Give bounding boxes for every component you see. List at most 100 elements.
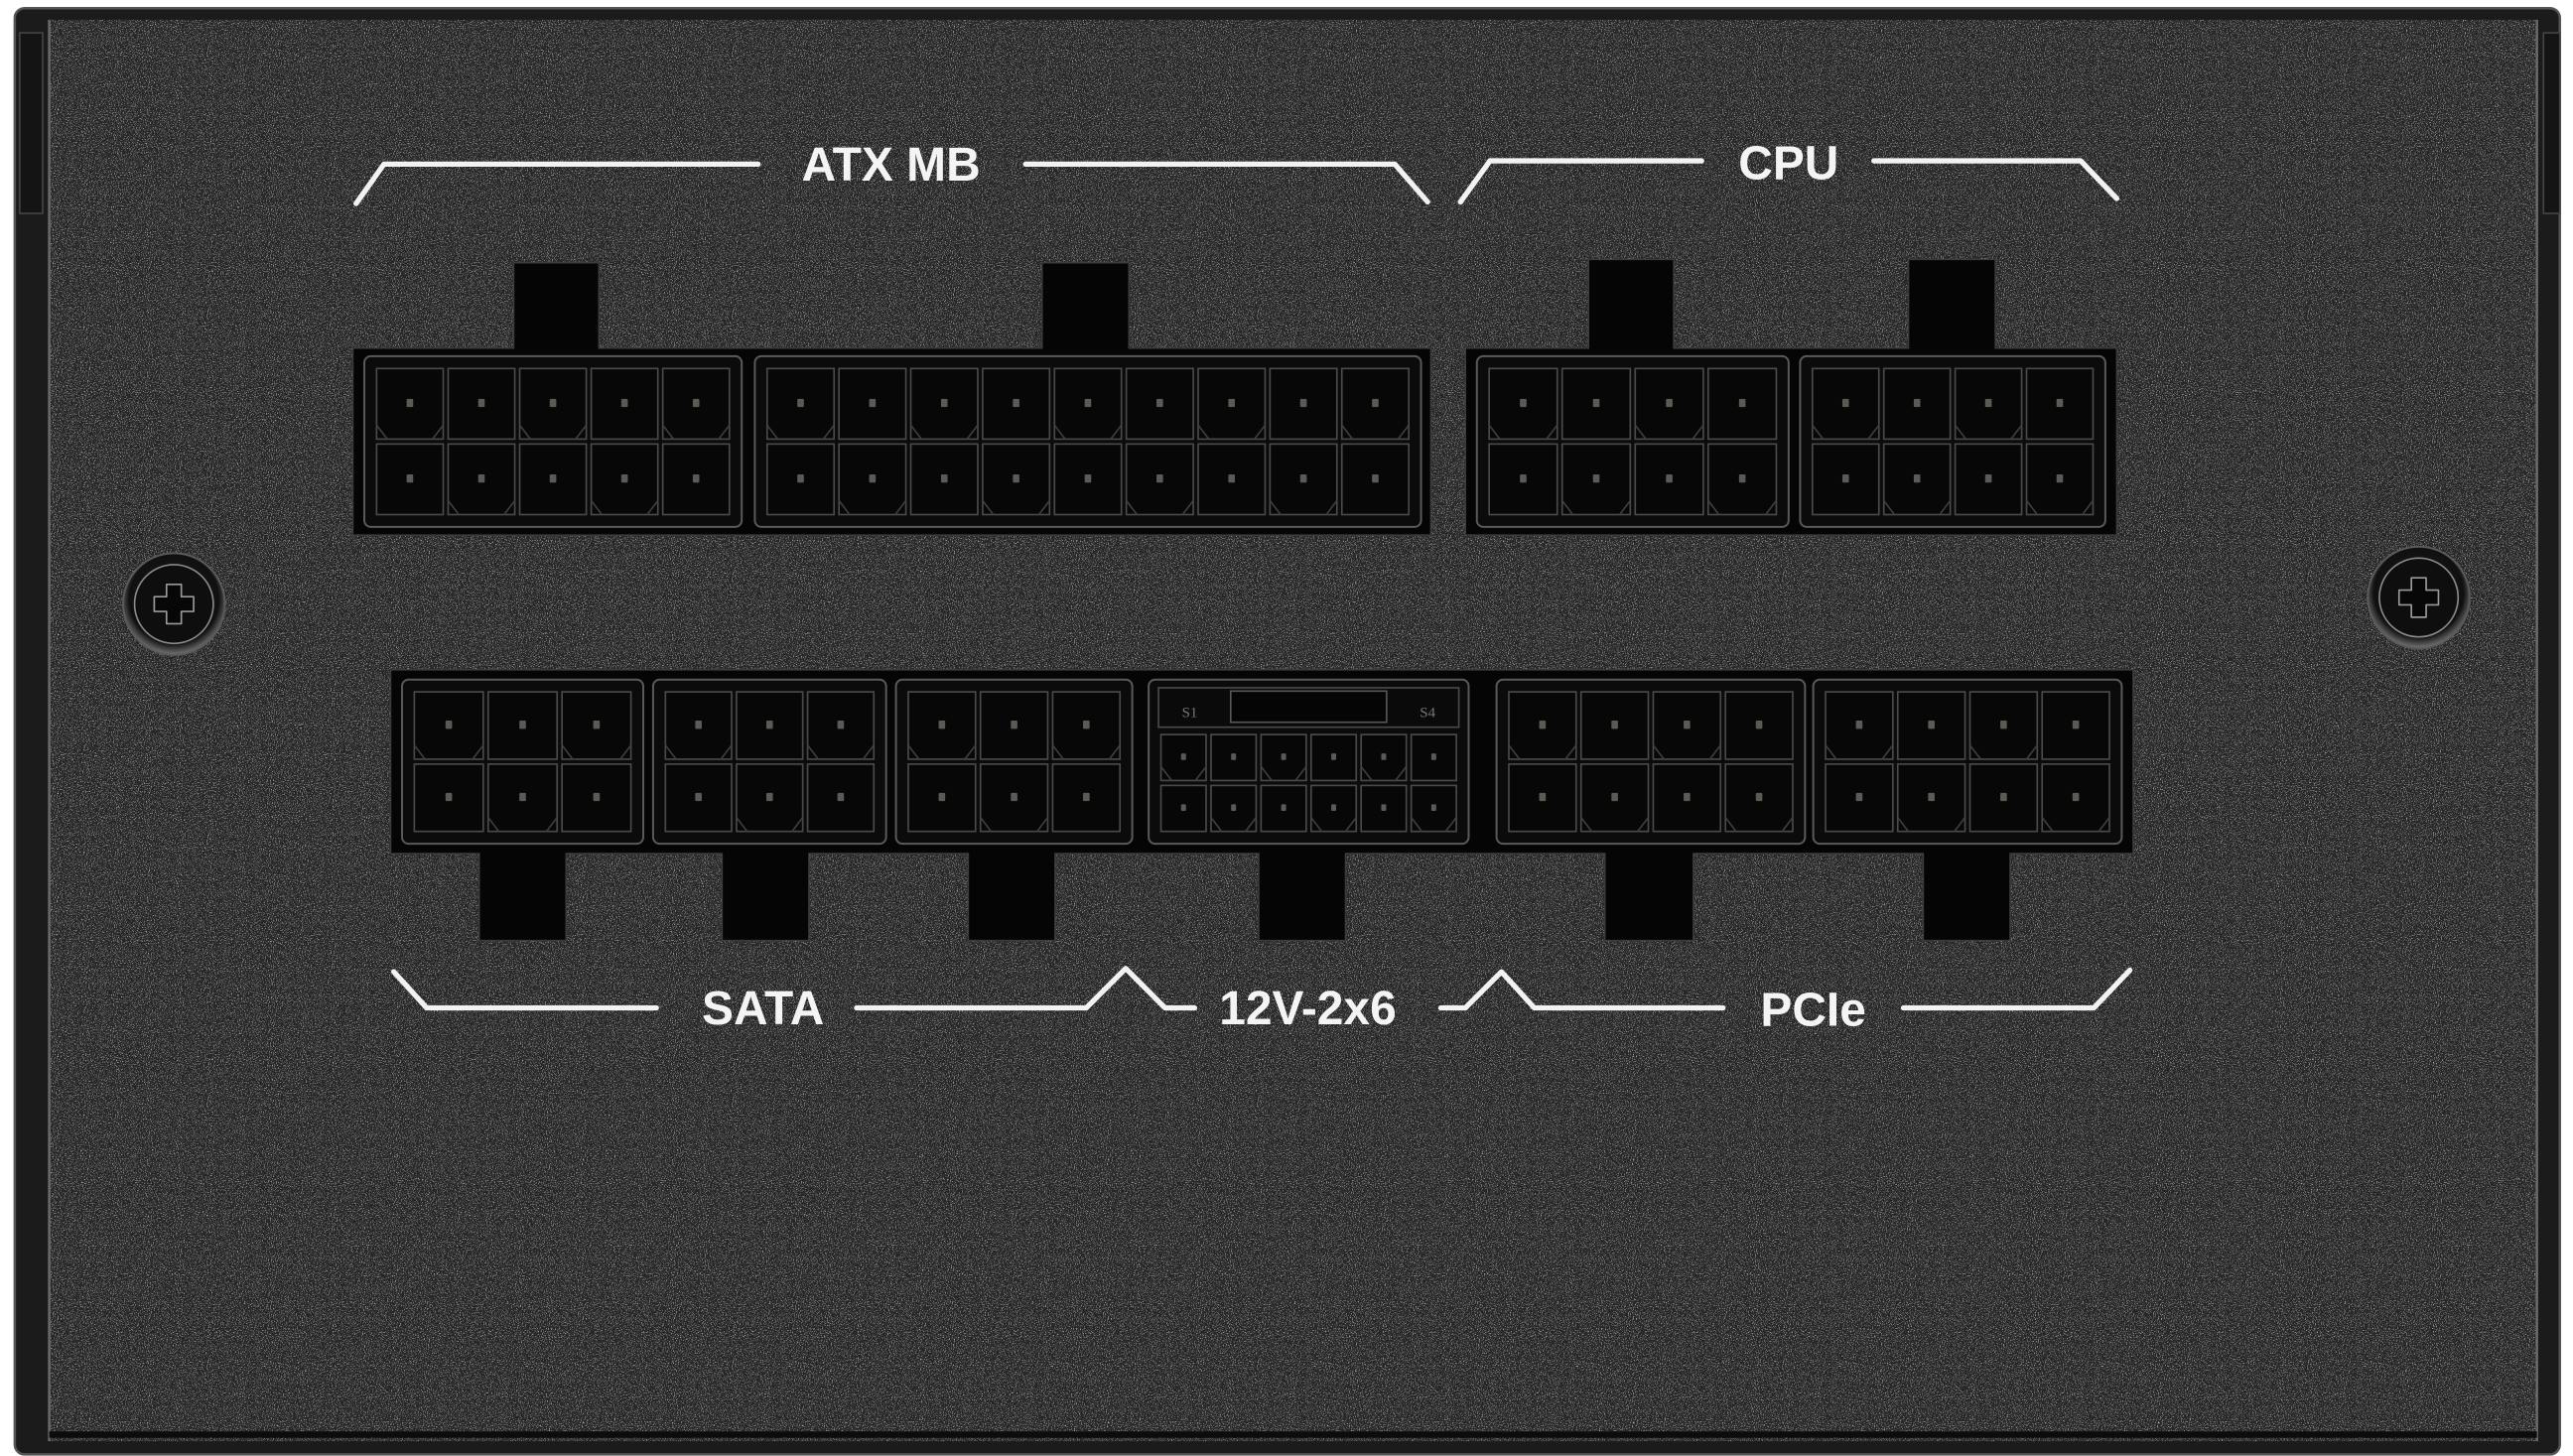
pin-socket (1724, 763, 1794, 833)
pin-socket (413, 691, 484, 760)
pin-socket (1051, 691, 1122, 760)
pin-socket (1159, 733, 1207, 782)
screw-right (2367, 545, 2471, 650)
pin-socket (1051, 763, 1122, 833)
pin-socket (1968, 691, 2039, 760)
pin-socket (561, 691, 632, 760)
connector-12v-2x6[interactable]: S1 S4 (1148, 678, 1470, 846)
screw-left (121, 552, 226, 656)
pin-socket (1825, 691, 1894, 760)
sense-label-s1: S1 (1182, 706, 1198, 722)
connector-atx-10pin[interactable] (362, 354, 744, 528)
pin-socket (909, 443, 979, 516)
pin-socket (979, 691, 1049, 760)
pin-socket (765, 367, 836, 441)
pin-socket (1260, 733, 1307, 782)
pin-socket (413, 763, 484, 833)
pin-socket (982, 367, 1051, 441)
pin-socket (1896, 763, 1966, 833)
pin-socket (982, 443, 1051, 516)
sata-hpwr-guide (854, 966, 1198, 1011)
pin-socket (1210, 784, 1258, 833)
pin-socket (1634, 367, 1704, 441)
pin-socket (1125, 443, 1194, 516)
pin-socket (2025, 443, 2095, 516)
pin-socket (1652, 691, 1722, 760)
pin-socket (1579, 763, 1650, 833)
pin-socket (1724, 691, 1794, 760)
sata-guide-left (391, 969, 659, 1011)
label-12v-2x6: 12V-2x6 (1219, 983, 1397, 1035)
pin-socket (1410, 784, 1457, 833)
pin-socket (447, 443, 516, 516)
pin-socket (1954, 367, 2023, 441)
pin-socket (1210, 733, 1258, 782)
label-cpu: CPU (1738, 137, 1838, 190)
top-connector-row (362, 354, 2106, 528)
pin-socket (1811, 443, 1880, 516)
sense-label-s4: S4 (1420, 706, 1435, 722)
bottom-connector-row: S1 S4 (401, 678, 2123, 846)
pin-socket (736, 691, 804, 760)
pin-socket (838, 367, 907, 441)
pin-socket (447, 367, 516, 441)
connector-pcie-1[interactable] (1495, 678, 1807, 846)
pin-socket (1560, 443, 1632, 516)
connector-cpu-2[interactable] (1799, 354, 2106, 528)
pin-socket (486, 691, 559, 760)
cpu-guide-left (1457, 158, 1704, 205)
label-sata: SATA (702, 983, 824, 1035)
label-atx-mb: ATX MB (802, 139, 981, 192)
connector-cpu-1[interactable] (1475, 354, 1790, 528)
hpwr-pcie-guide (1437, 969, 1726, 1011)
pin-socket (1340, 443, 1410, 516)
pin-socket (1707, 367, 1778, 441)
pin-socket (1410, 733, 1457, 782)
pin-socket (1197, 443, 1267, 516)
pin-socket (1125, 367, 1194, 441)
pin-socket (806, 763, 876, 833)
pin-socket (1309, 733, 1358, 782)
case-latch-right (2542, 32, 2561, 214)
pin-socket (518, 443, 588, 516)
pin-socket (1811, 367, 1880, 441)
pin-socket (2041, 691, 2110, 760)
pin-socket (590, 443, 659, 516)
case-latch-left (19, 32, 44, 214)
pin-socket (661, 367, 731, 441)
pin-socket (661, 443, 731, 516)
pin-socket (1579, 691, 1650, 760)
pin-socket (907, 763, 977, 833)
atx-guide-right (1022, 161, 1430, 205)
connector-sata-1[interactable] (401, 678, 644, 846)
pin-socket (1309, 784, 1358, 833)
pin-socket (1197, 367, 1267, 441)
sense-pin-header (1229, 690, 1388, 724)
screws (121, 545, 2471, 656)
pin-socket (1882, 367, 1952, 441)
pin-socket (765, 443, 836, 516)
pin-socket (1488, 443, 1558, 516)
connector-pcie-2[interactable] (1812, 678, 2123, 846)
pin-socket (1707, 443, 1778, 516)
pin-socket (590, 367, 659, 441)
connector-atx-18pin[interactable] (753, 354, 1422, 528)
pin-socket (664, 691, 733, 760)
pin-socket (1360, 784, 1408, 833)
pin-socket (979, 763, 1049, 833)
pin-socket (1159, 784, 1207, 833)
label-guides (353, 158, 2133, 1011)
pin-socket (1269, 443, 1338, 516)
pin-socket (375, 367, 445, 441)
pin-socket (2025, 367, 2095, 441)
pin-socket (561, 763, 632, 833)
pin-socket (1360, 733, 1408, 782)
label-pcie: PCIe (1760, 985, 1866, 1037)
pin-socket (806, 691, 876, 760)
connector-sata-2[interactable] (651, 678, 887, 846)
pin-socket (1340, 367, 1410, 441)
pin-socket (909, 367, 979, 441)
connector-sata-3[interactable] (894, 678, 1134, 846)
pin-socket (1053, 367, 1123, 441)
